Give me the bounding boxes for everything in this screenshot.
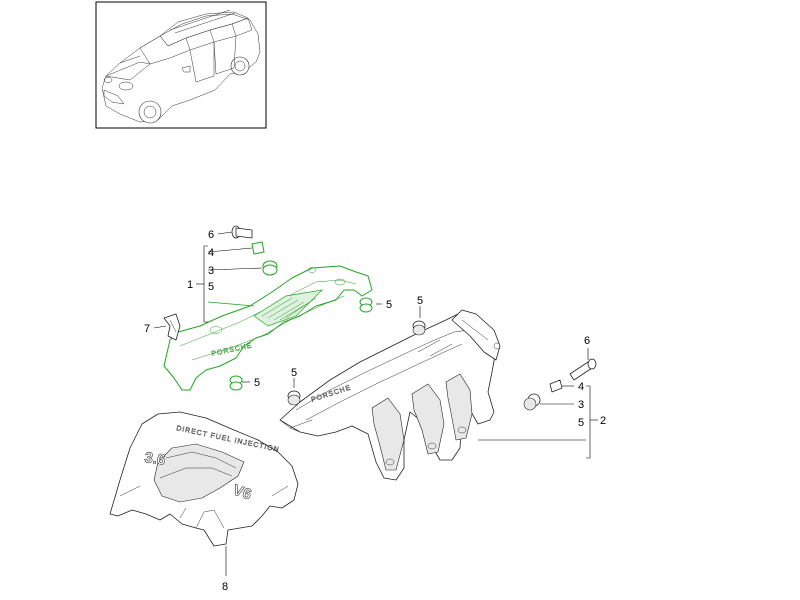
engine-cover-displacement: 3.6 — [143, 449, 166, 469]
grommet-part-5-upper-lower — [229, 375, 243, 391]
callout-5-upper-lower: 5 — [254, 377, 260, 389]
callout-7: 7 — [144, 323, 150, 335]
bolt-part-6-upper — [231, 225, 253, 239]
callout-4-lower: 4 — [578, 381, 584, 393]
vehicle-thumbnail — [95, 1, 267, 129]
lower-small-parts — [287, 320, 597, 411]
callout-3-upper: 3 — [208, 265, 214, 277]
callout-5-upper-right: 5 — [386, 299, 392, 311]
engine-cover-lower: DIRECT FUEL INJECTION 3.6 V6 — [109, 411, 299, 547]
grommet-part-3-upper — [262, 260, 278, 276]
callout-2: 2 — [600, 415, 606, 427]
callout-8: 8 — [222, 581, 228, 593]
leader-lines — [153, 231, 598, 576]
washer-part-4-upper — [251, 241, 265, 255]
callout-5-upper-group: 5 — [208, 281, 214, 293]
callout-labels: 6 4 3 1 5 5 7 5 5 6 4 3 2 5 5 8 — [144, 229, 606, 593]
washer-part-4-lower — [549, 379, 563, 393]
callout-1: 1 — [187, 279, 193, 291]
callout-5-lower-top: 5 — [417, 295, 423, 307]
bolt-part-6-lower — [569, 358, 597, 381]
callout-5-lower-group: 5 — [578, 417, 584, 429]
upper-small-parts — [163, 225, 373, 391]
engine-cover-v6: V6 — [231, 482, 254, 504]
suv-illustration — [101, 9, 261, 124]
grommet-part-5-lower-left — [287, 390, 301, 406]
clip-part-7 — [163, 313, 181, 341]
callout-3-lower: 3 — [578, 399, 584, 411]
callout-4-upper: 4 — [208, 247, 214, 259]
callout-5-lower-left: 5 — [291, 367, 297, 379]
grommet-part-5-lower-top — [412, 320, 426, 336]
grommet-part-3-lower — [523, 393, 541, 411]
grommet-part-5-upper-right — [359, 297, 373, 313]
callout-6-upper: 6 — [208, 229, 214, 241]
upper-engine-cover-highlighted: PORSCHE — [163, 265, 373, 391]
callout-6-lower: 6 — [584, 335, 590, 347]
lower-engine-cover: PORSCHE — [279, 309, 501, 481]
